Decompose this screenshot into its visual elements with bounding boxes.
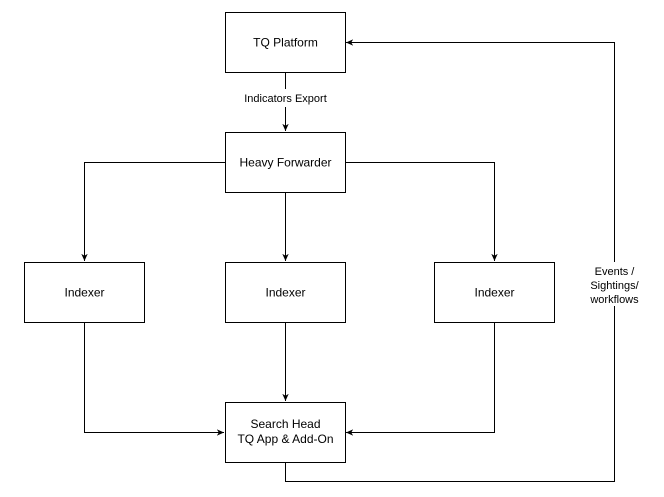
tq-platform-label: TQ Platform (253, 36, 318, 50)
edge-indexer-right-to-search-head (346, 322, 495, 436)
feedback-label-line1: Events / (595, 266, 636, 278)
feedback-label-line3: workflows (589, 294, 639, 306)
indexer-center-label: Indexer (265, 286, 305, 300)
indexer-right-label: Indexer (474, 286, 514, 300)
heavy-forwarder-label: Heavy Forwarder (239, 156, 331, 170)
node-tq-platform: TQ Platform (225, 12, 346, 73)
edge-forwarder-to-indexer-left (81, 162, 225, 261)
node-indexer-left: Indexer (24, 262, 145, 323)
node-search-head: Search Head TQ App & Add-On (225, 402, 346, 463)
edge-search-head-to-tq-platform (285, 39, 615, 482)
indicators-export-label: Indicators Export (244, 93, 327, 105)
edges (81, 39, 615, 482)
edge-label-indicators-export: Indicators Export (240, 89, 331, 107)
search-head-label-line1: Search Head (250, 417, 320, 431)
node-indexer-center: Indexer (225, 262, 346, 323)
node-heavy-forwarder: Heavy Forwarder (225, 132, 346, 193)
edge-indexer-left-to-search-head (84, 322, 224, 436)
edge-label-feedback: Events / Sightings/ workflows (584, 262, 646, 306)
indexer-left-label: Indexer (64, 286, 104, 300)
edge-forwarder-to-indexer-right (345, 162, 498, 261)
node-indexer-right: Indexer (434, 262, 555, 323)
search-head-label-line2: TQ App & Add-On (237, 432, 333, 446)
feedback-label-line2: Sightings/ (590, 280, 639, 292)
